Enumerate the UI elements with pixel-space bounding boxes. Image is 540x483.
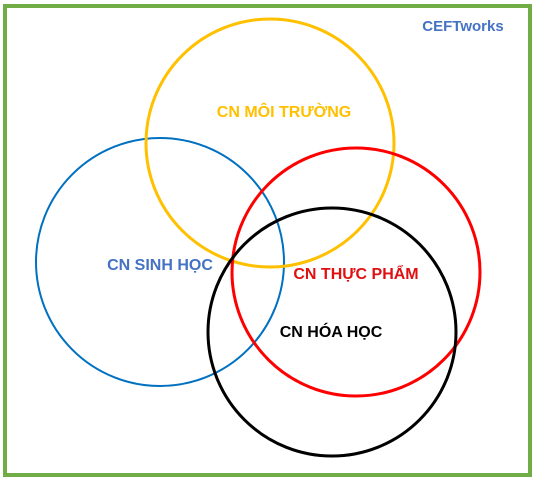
circle-cn-moi-truong <box>144 17 396 269</box>
brand-logo-text: CEFTworks <box>422 18 503 35</box>
label-cn-thuc-pham: CN THỰC PHẨM <box>293 264 418 283</box>
label-cn-moi-truong: CN MÔI TRƯỜNG <box>217 102 351 121</box>
circle-cn-hoa-hoc <box>206 206 458 458</box>
circle-cn-thuc-pham <box>230 146 482 398</box>
label-cn-hoa-hoc: CN HÓA HỌC <box>280 322 383 341</box>
label-cn-sinh-hoc: CN SINH HỌC <box>107 257 213 274</box>
circle-cn-sinh-hoc <box>35 137 285 387</box>
outer-frame <box>3 4 532 477</box>
